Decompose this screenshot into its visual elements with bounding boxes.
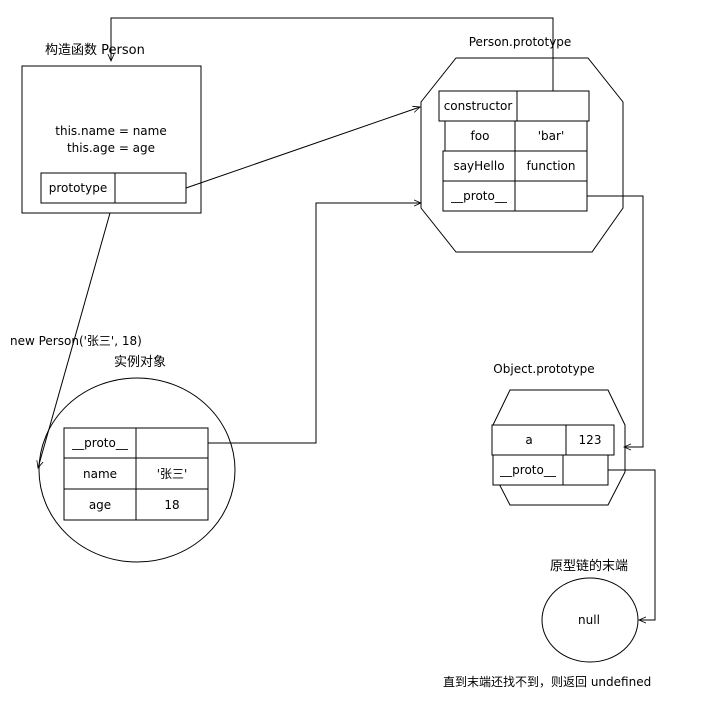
null-circle [541, 577, 639, 663]
pp-row0-key-cell [438, 90, 518, 122]
pp-row3-key: __proto__ [450, 189, 508, 203]
inst-row0-key: __proto__ [71, 436, 129, 450]
prototype-value-cell [114, 172, 187, 204]
pp-row1-value-cell [514, 120, 588, 152]
op-row1-value-cell [562, 454, 609, 486]
prototype-arrow [185, 107, 420, 189]
new-instance-arrow [38, 212, 111, 468]
inst-row2-value: 18 [164, 498, 179, 512]
null-label: null [578, 613, 600, 627]
chain-end-note: 直到末端还找不到，则返回 undefined [443, 675, 651, 689]
constructor-back-arrow [111, 17, 554, 91]
prototype-key-label: prototype [49, 181, 107, 195]
inst-row0-key-cell [63, 427, 137, 459]
pp-row0-key: constructor [444, 99, 513, 113]
op-row0-key: a [525, 433, 532, 447]
instance-title: 实例对象 [114, 355, 166, 370]
prototype-key-cell [40, 172, 116, 204]
op-row0-value-cell [565, 424, 615, 456]
connectors [38, 17, 656, 620]
person-prototype-group: Person.prototype constructor foo 'bar' s… [420, 35, 624, 253]
pp-row1-key-cell [444, 120, 516, 152]
op-row0-value: 123 [579, 433, 602, 447]
pp-row1-value: 'bar' [538, 129, 565, 143]
chain-end-title: 原型链的末端 [550, 558, 628, 574]
pp-row2-value-cell [514, 150, 588, 182]
instance-call-label: new Person('张三', 18) [10, 334, 142, 348]
object-prototype-title: Object.prototype [493, 362, 594, 376]
inst-row1-value-cell [135, 457, 209, 490]
constructor-function-group: 构造函数 Person this.name = name this.age = … [21, 43, 202, 214]
pp-row3-value-cell [514, 180, 588, 212]
constructor-title: 构造函数 Person [45, 43, 145, 58]
op-row1-key-cell [492, 454, 564, 486]
inst-row1-key: name [83, 467, 117, 481]
inst-row2-value-cell [135, 488, 209, 521]
person-prototype-proto-arrow [587, 195, 644, 447]
inst-row0-value-cell [135, 427, 209, 459]
object-prototype-group: Object.prototype a 123 __proto__ [491, 362, 626, 506]
constructor-body-line1: this.name = name [55, 124, 166, 138]
pp-row1-key: foo [471, 129, 490, 143]
inst-row2-key-cell [63, 488, 137, 521]
instance-group: new Person('张三', 18) 实例对象 __proto__ name… [10, 334, 236, 563]
op-row1-key: __proto__ [499, 463, 557, 477]
constructor-body-line2: this.age = age [67, 141, 155, 155]
pp-row2-key-cell [442, 150, 516, 182]
inst-row2-key: age [89, 498, 111, 512]
pp-row2-value: function [526, 159, 575, 173]
object-prototype-proto-arrow [608, 469, 656, 620]
pp-row2-key: sayHello [453, 159, 504, 173]
instance-proto-arrow [208, 203, 421, 444]
inst-row1-value: '张三' [157, 467, 188, 481]
chain-end-group: 原型链的末端 null 直到末端还找不到，则返回 undefined [443, 558, 651, 689]
pp-row0-value-cell [516, 90, 590, 122]
person-prototype-title: Person.prototype [469, 35, 572, 49]
